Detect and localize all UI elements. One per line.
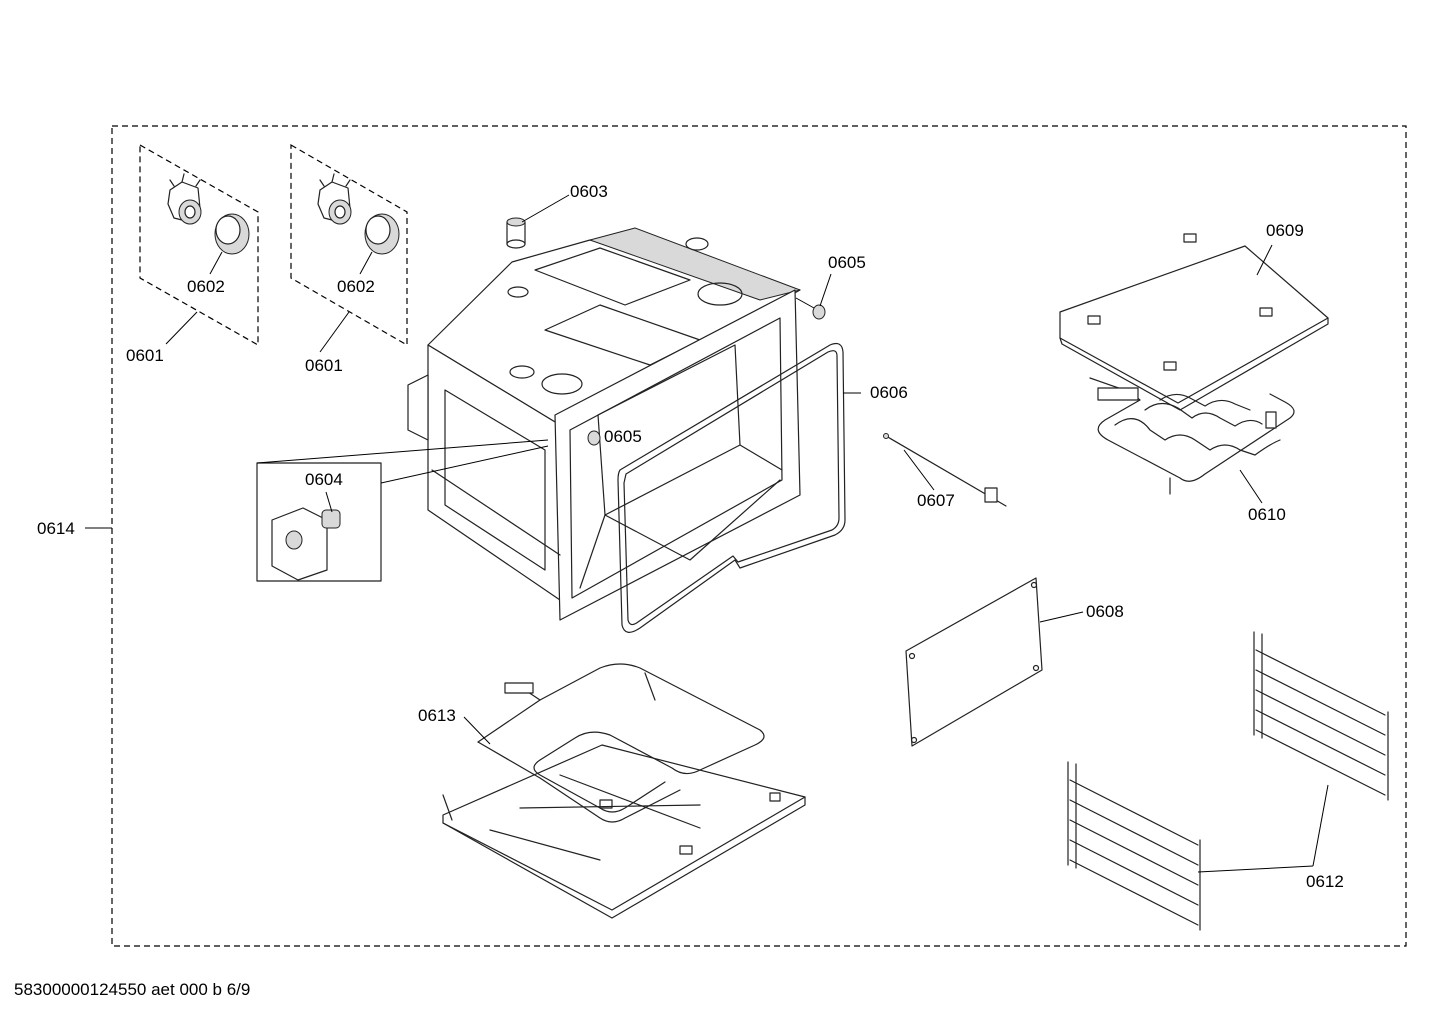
- label-0603: 0603: [570, 182, 608, 201]
- lamp-group-right-boundary: [290, 143, 408, 347]
- lamp-group-right: [290, 143, 408, 347]
- lamp-group-left: [139, 143, 259, 347]
- part-labels: 0601 0601 0602 0602 0603 0604 0605 0605 …: [37, 182, 1344, 891]
- label-0601-right: 0601: [305, 356, 343, 375]
- label-0608: 0608: [1086, 602, 1124, 621]
- label-0605-top: 0605: [828, 253, 866, 272]
- label-0610: 0610: [1248, 505, 1286, 524]
- lamp-cover-left: [214, 213, 250, 255]
- label-0606: 0606: [870, 383, 908, 402]
- label-0604: 0604: [305, 470, 343, 489]
- door-gasket-0606: [617, 342, 846, 633]
- back-panel-0608: [905, 577, 1043, 747]
- label-0601-left: 0601: [126, 346, 164, 365]
- label-0609: 0609: [1266, 221, 1304, 240]
- side-rack-left-0612: [1067, 761, 1201, 931]
- label-0612: 0612: [1306, 872, 1344, 891]
- temperature-sensor-0607: [883, 433, 1007, 507]
- label-0613: 0613: [418, 706, 456, 725]
- assembly-boundary-0614: [111, 125, 1407, 947]
- lamp-socket-left: [167, 173, 202, 225]
- top-cover-plate-0609: [1059, 233, 1329, 411]
- vent-fitting-0603: [506, 217, 526, 249]
- bottom-heater-0613: [442, 663, 806, 919]
- oven-cavity: [407, 227, 801, 621]
- side-rack-right-0612: [1253, 631, 1389, 801]
- label-0607: 0607: [917, 491, 955, 510]
- label-0602-right: 0602: [337, 277, 375, 296]
- lamp-cover-right: [364, 213, 400, 255]
- top-heating-element-0610: [1089, 377, 1295, 495]
- label-0602-left: 0602: [187, 277, 225, 296]
- lamp-socket-right: [317, 173, 352, 225]
- grommet-0605-top: [812, 304, 826, 320]
- document-code: 58300000124550 aet 000 b 6/9: [14, 980, 251, 999]
- label-0605-mid: 0605: [604, 427, 642, 446]
- label-0614: 0614: [37, 519, 75, 538]
- leader-lines: [85, 194, 1329, 873]
- light-cover-inset-0604: [256, 439, 549, 582]
- grommet-0605-mid: [587, 430, 601, 446]
- lamp-group-left-boundary: [139, 143, 259, 347]
